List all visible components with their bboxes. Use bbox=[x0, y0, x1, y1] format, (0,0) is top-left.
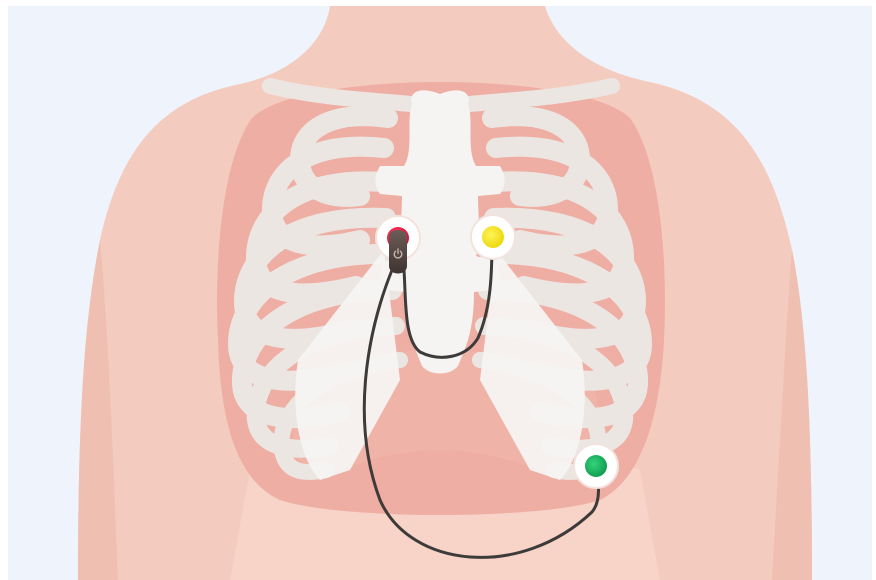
electrode-yellow bbox=[471, 215, 515, 259]
ecg-recorder bbox=[389, 230, 407, 274]
electrode-green bbox=[574, 444, 618, 488]
